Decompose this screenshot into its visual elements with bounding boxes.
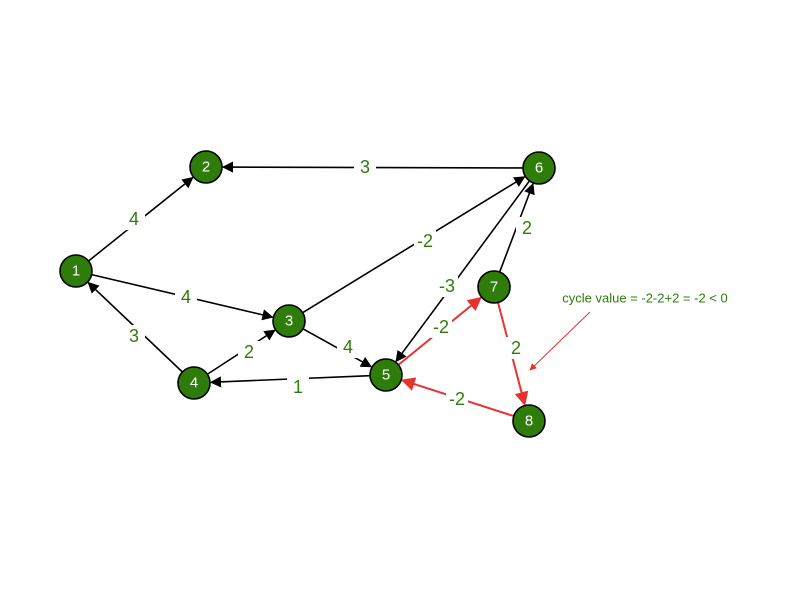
node-2: 2 — [189, 150, 223, 184]
node-6: 6 — [522, 151, 556, 185]
edge-weight-background — [505, 337, 527, 359]
edge-3-to-6 — [302, 176, 526, 314]
edge-weight-background — [337, 336, 359, 358]
node-circle — [59, 254, 93, 288]
edge-weight-5-4: 1 — [293, 377, 303, 397]
node-1: 1 — [59, 254, 93, 288]
edge-weight-background — [516, 217, 538, 239]
edge-6-to-5 — [395, 180, 531, 363]
edge-weight-7-6: 2 — [522, 218, 532, 238]
edge-weight-1-3: 4 — [181, 287, 191, 307]
node-circle — [189, 150, 223, 184]
node-3: 3 — [272, 304, 306, 338]
edge-weight-3-6: -2 — [417, 231, 433, 251]
nodes-layer: 1 2 3 4 5 6 7 8 — [59, 150, 556, 438]
edge-weight-1-2: 4 — [129, 209, 139, 229]
edge-weight-background — [414, 230, 436, 252]
node-circle — [369, 358, 403, 392]
node-label: 6 — [535, 160, 543, 177]
edge-weight-8-5: -2 — [449, 389, 465, 409]
edge-weight-background — [446, 388, 468, 410]
edge-weight-6-2: 3 — [360, 157, 370, 177]
edge-weight-7-8: 2 — [511, 338, 521, 358]
node-label: 5 — [382, 367, 390, 384]
node-5: 5 — [369, 358, 403, 392]
annotation-layer: cycle value = -2-2+2 = -2 < 0 — [529, 291, 728, 371]
edge-weight-background — [430, 316, 452, 338]
edges-layer — [87, 161, 535, 418]
edge-weight-5-7: -2 — [433, 317, 449, 337]
node-7: 7 — [477, 270, 511, 304]
edge-weight-background — [354, 156, 376, 178]
edge-weight-background — [123, 325, 145, 347]
node-8: 8 — [512, 404, 546, 438]
node-4: 4 — [177, 366, 211, 400]
node-label: 8 — [525, 413, 533, 430]
node-circle — [477, 270, 511, 304]
node-circle — [272, 304, 306, 338]
node-label: 1 — [72, 263, 80, 280]
edge-weight-background — [175, 286, 197, 308]
edge-weight-background — [436, 275, 458, 297]
node-label: 7 — [490, 279, 498, 296]
edge-weight-background — [123, 208, 145, 230]
cycle-value-annotation: cycle value = -2-2+2 = -2 < 0 — [562, 291, 727, 306]
edge-weight-background — [238, 341, 260, 363]
edge-weight-background — [287, 376, 309, 398]
annotation-pointer-line — [529, 311, 591, 371]
edge-weight-4-3: 2 — [244, 342, 254, 362]
node-circle — [512, 404, 546, 438]
node-label: 3 — [285, 313, 293, 330]
node-circle — [177, 366, 211, 400]
edge-weight-3-5: 4 — [343, 337, 353, 357]
edge-weight-4-1: 3 — [129, 326, 139, 346]
node-label: 2 — [202, 159, 210, 176]
edge-weights-layer: 4 4 3 2 4 1 3 -2 -3 2 -2 2 -2 — [123, 156, 538, 410]
edge-weight-6-5: -3 — [439, 276, 455, 296]
node-label: 4 — [190, 375, 198, 392]
node-circle — [522, 151, 556, 185]
